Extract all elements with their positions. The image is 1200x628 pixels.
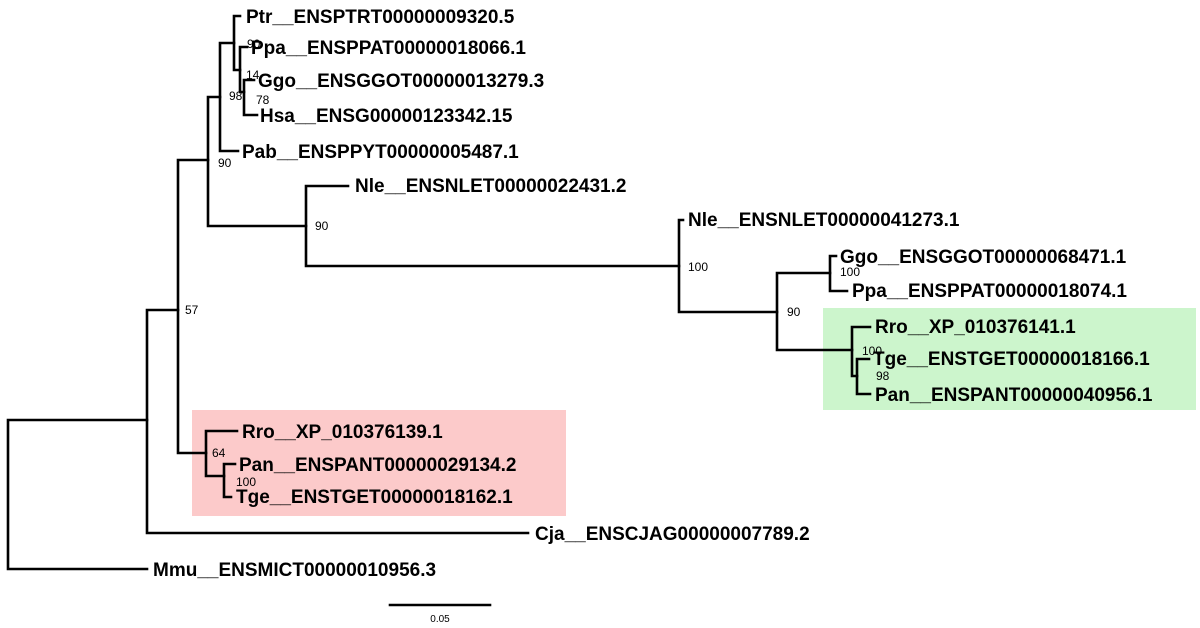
support-value: 100 [840, 265, 860, 279]
highlight-green-clade [823, 308, 1196, 410]
tip-label: Nle__ENSNLET00000022431.2 [355, 176, 626, 197]
branch [218, 41, 240, 153]
branch [242, 78, 259, 117]
branch [775, 271, 854, 352]
scale-bar-label: 0.05 [430, 614, 450, 625]
support-value: 100 [862, 344, 882, 358]
support-value: 100 [236, 475, 256, 489]
support-value: 90 [218, 156, 232, 170]
tip-label: Mmu__ENSMICT00000010956.3 [153, 560, 436, 581]
tip-label: Rro__XP_010376139.1 [242, 422, 443, 443]
tip-label: Ppa__ENSPPAT00000018074.1 [852, 281, 1127, 302]
highlight-red-clade [192, 410, 566, 516]
tip-label: Tge__ENSTGET00000018166.1 [873, 349, 1150, 370]
tip-label: Nle__ENSNLET00000041273.1 [688, 210, 960, 231]
tip-label: Cja__ENSCJAG00000007789.2 [535, 524, 810, 545]
support-value: 100 [688, 260, 708, 274]
tip-label: Pan__ENSPANT00000040956.1 [875, 385, 1153, 406]
branch [145, 308, 530, 535]
support-value: 14 [246, 68, 260, 82]
support-values: 90 14 98 78 90 90 100 100 90 100 98 57 6… [185, 37, 890, 489]
support-value: 64 [212, 446, 226, 460]
support-value: 57 [185, 303, 199, 317]
branch [176, 158, 210, 455]
support-value: 98 [876, 369, 890, 383]
tip-label: Rro__XP_010376141.1 [875, 317, 1076, 338]
tip-label: Tge__ENSTGET00000018162.1 [236, 487, 513, 508]
branch [6, 418, 149, 571]
branch [677, 218, 779, 314]
support-value: 98 [229, 89, 243, 103]
support-value: 90 [787, 305, 801, 319]
tip-label: Ppa__ENSPPAT00000018066.1 [251, 38, 526, 59]
branch [855, 357, 872, 396]
tip-label: Ggo__ENSGGOT00000068471.1 [840, 247, 1127, 268]
branch [206, 95, 308, 228]
tip-label: Hsa__ENSG00000123342.15 [260, 106, 513, 127]
branch [204, 429, 239, 478]
tip-label: Pab__ENSPPYT00000005487.1 [242, 142, 519, 163]
support-value: 90 [315, 219, 329, 233]
tree-branches [6, 14, 872, 607]
branch [828, 254, 849, 293]
tip-label: Ggo__ENSGGOT00000013279.3 [258, 71, 544, 92]
branch [222, 462, 237, 499]
tip-label: Pan__ENSPANT00000029134.2 [239, 455, 516, 476]
tip-label: Ptr__ENSPTRT00000009320.5 [246, 7, 515, 28]
support-value: 78 [256, 93, 270, 107]
branch [304, 184, 681, 268]
support-value: 90 [247, 37, 261, 51]
tip-labels: Ptr__ENSPTRT00000009320.5 Ppa__ENSPPAT00… [153, 7, 1153, 581]
